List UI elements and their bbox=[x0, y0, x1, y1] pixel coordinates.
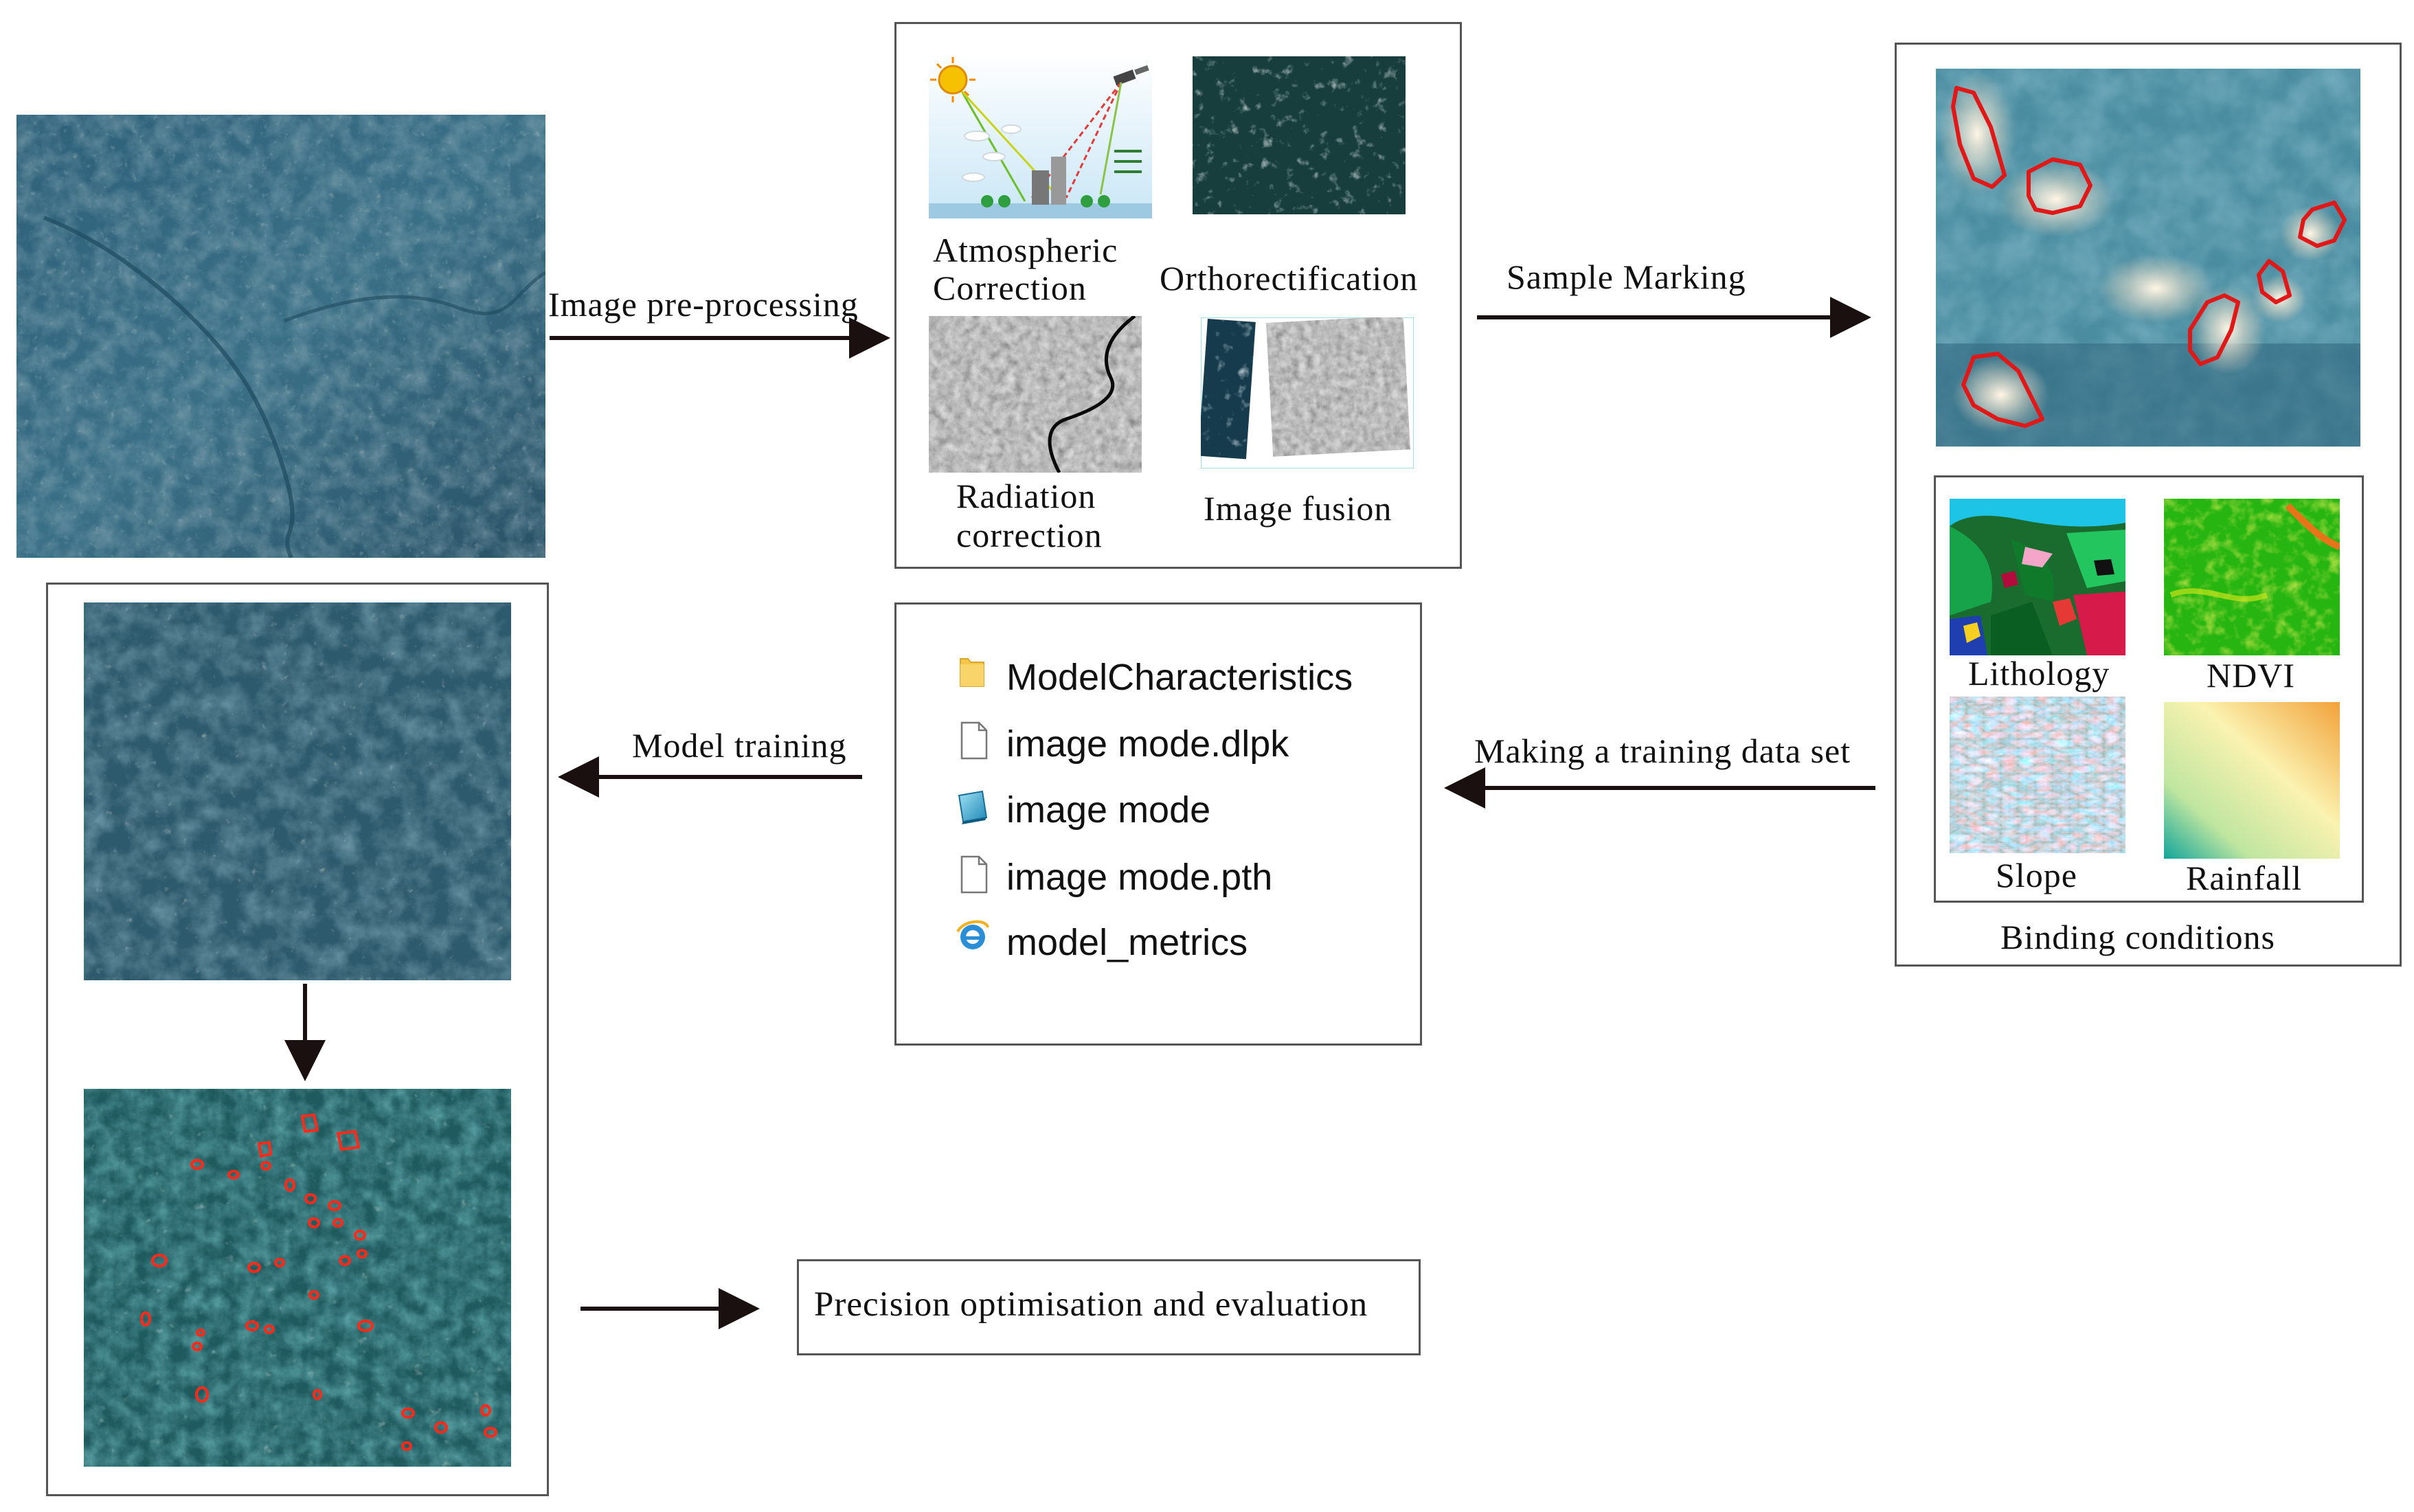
making-training-data-set-label: Making a training data set bbox=[1474, 732, 1851, 770]
sample-marking-label: Sample Marking bbox=[1507, 258, 1746, 296]
precision-label: Precision optimisation and evaluation bbox=[814, 1285, 1368, 1324]
file-image-mode[interactable]: image mode bbox=[1006, 789, 1211, 831]
image-fusion-image bbox=[1201, 317, 1414, 469]
orthorectification-image bbox=[1193, 56, 1406, 214]
rainfall-label: Rainfall bbox=[2186, 859, 2303, 897]
radiation-correction-image bbox=[929, 316, 1142, 473]
file-icon bbox=[960, 721, 988, 760]
file-model-characteristics[interactable]: ModelCharacteristics bbox=[1006, 657, 1353, 698]
image-preprocessing-label: Image pre-processing bbox=[548, 285, 859, 324]
atmospheric-correction-image bbox=[929, 54, 1152, 218]
folder-icon bbox=[960, 658, 984, 687]
file-model-metrics[interactable]: model_metrics bbox=[1006, 922, 1248, 963]
binding-conditions-label: Binding conditions bbox=[2000, 918, 2275, 956]
image-fusion-label: Image fusion bbox=[1204, 489, 1392, 528]
file-icon bbox=[960, 855, 988, 894]
browser-icon bbox=[956, 920, 989, 949]
ndvi-map bbox=[2164, 499, 2340, 655]
precision-box bbox=[797, 1259, 1421, 1355]
atmospheric-correction-label: Atmospheric Correction bbox=[933, 231, 1118, 307]
rainfall-map bbox=[2164, 702, 2340, 859]
model-icon bbox=[958, 790, 988, 824]
ndvi-label: NDVI bbox=[2207, 656, 2295, 695]
model-training-label: Model training bbox=[632, 726, 847, 765]
file-image-mode-pth[interactable]: image mode.pth bbox=[1006, 857, 1273, 898]
source-satellite-image bbox=[16, 115, 545, 558]
file-image-mode-dlpk[interactable]: image mode.dlpk bbox=[1006, 723, 1289, 765]
training-input-image bbox=[84, 602, 511, 980]
lithology-label: Lithology bbox=[1968, 654, 2110, 692]
sample-marking-image bbox=[1936, 69, 2360, 447]
slope-map bbox=[1950, 697, 2125, 853]
training-result-image bbox=[84, 1089, 511, 1467]
lithology-map bbox=[1950, 499, 2125, 655]
slope-label: Slope bbox=[1996, 856, 2077, 894]
radiation-correction-label: Radiation correction bbox=[956, 477, 1103, 554]
orthorectification-label: Orthorectification bbox=[1160, 259, 1419, 297]
